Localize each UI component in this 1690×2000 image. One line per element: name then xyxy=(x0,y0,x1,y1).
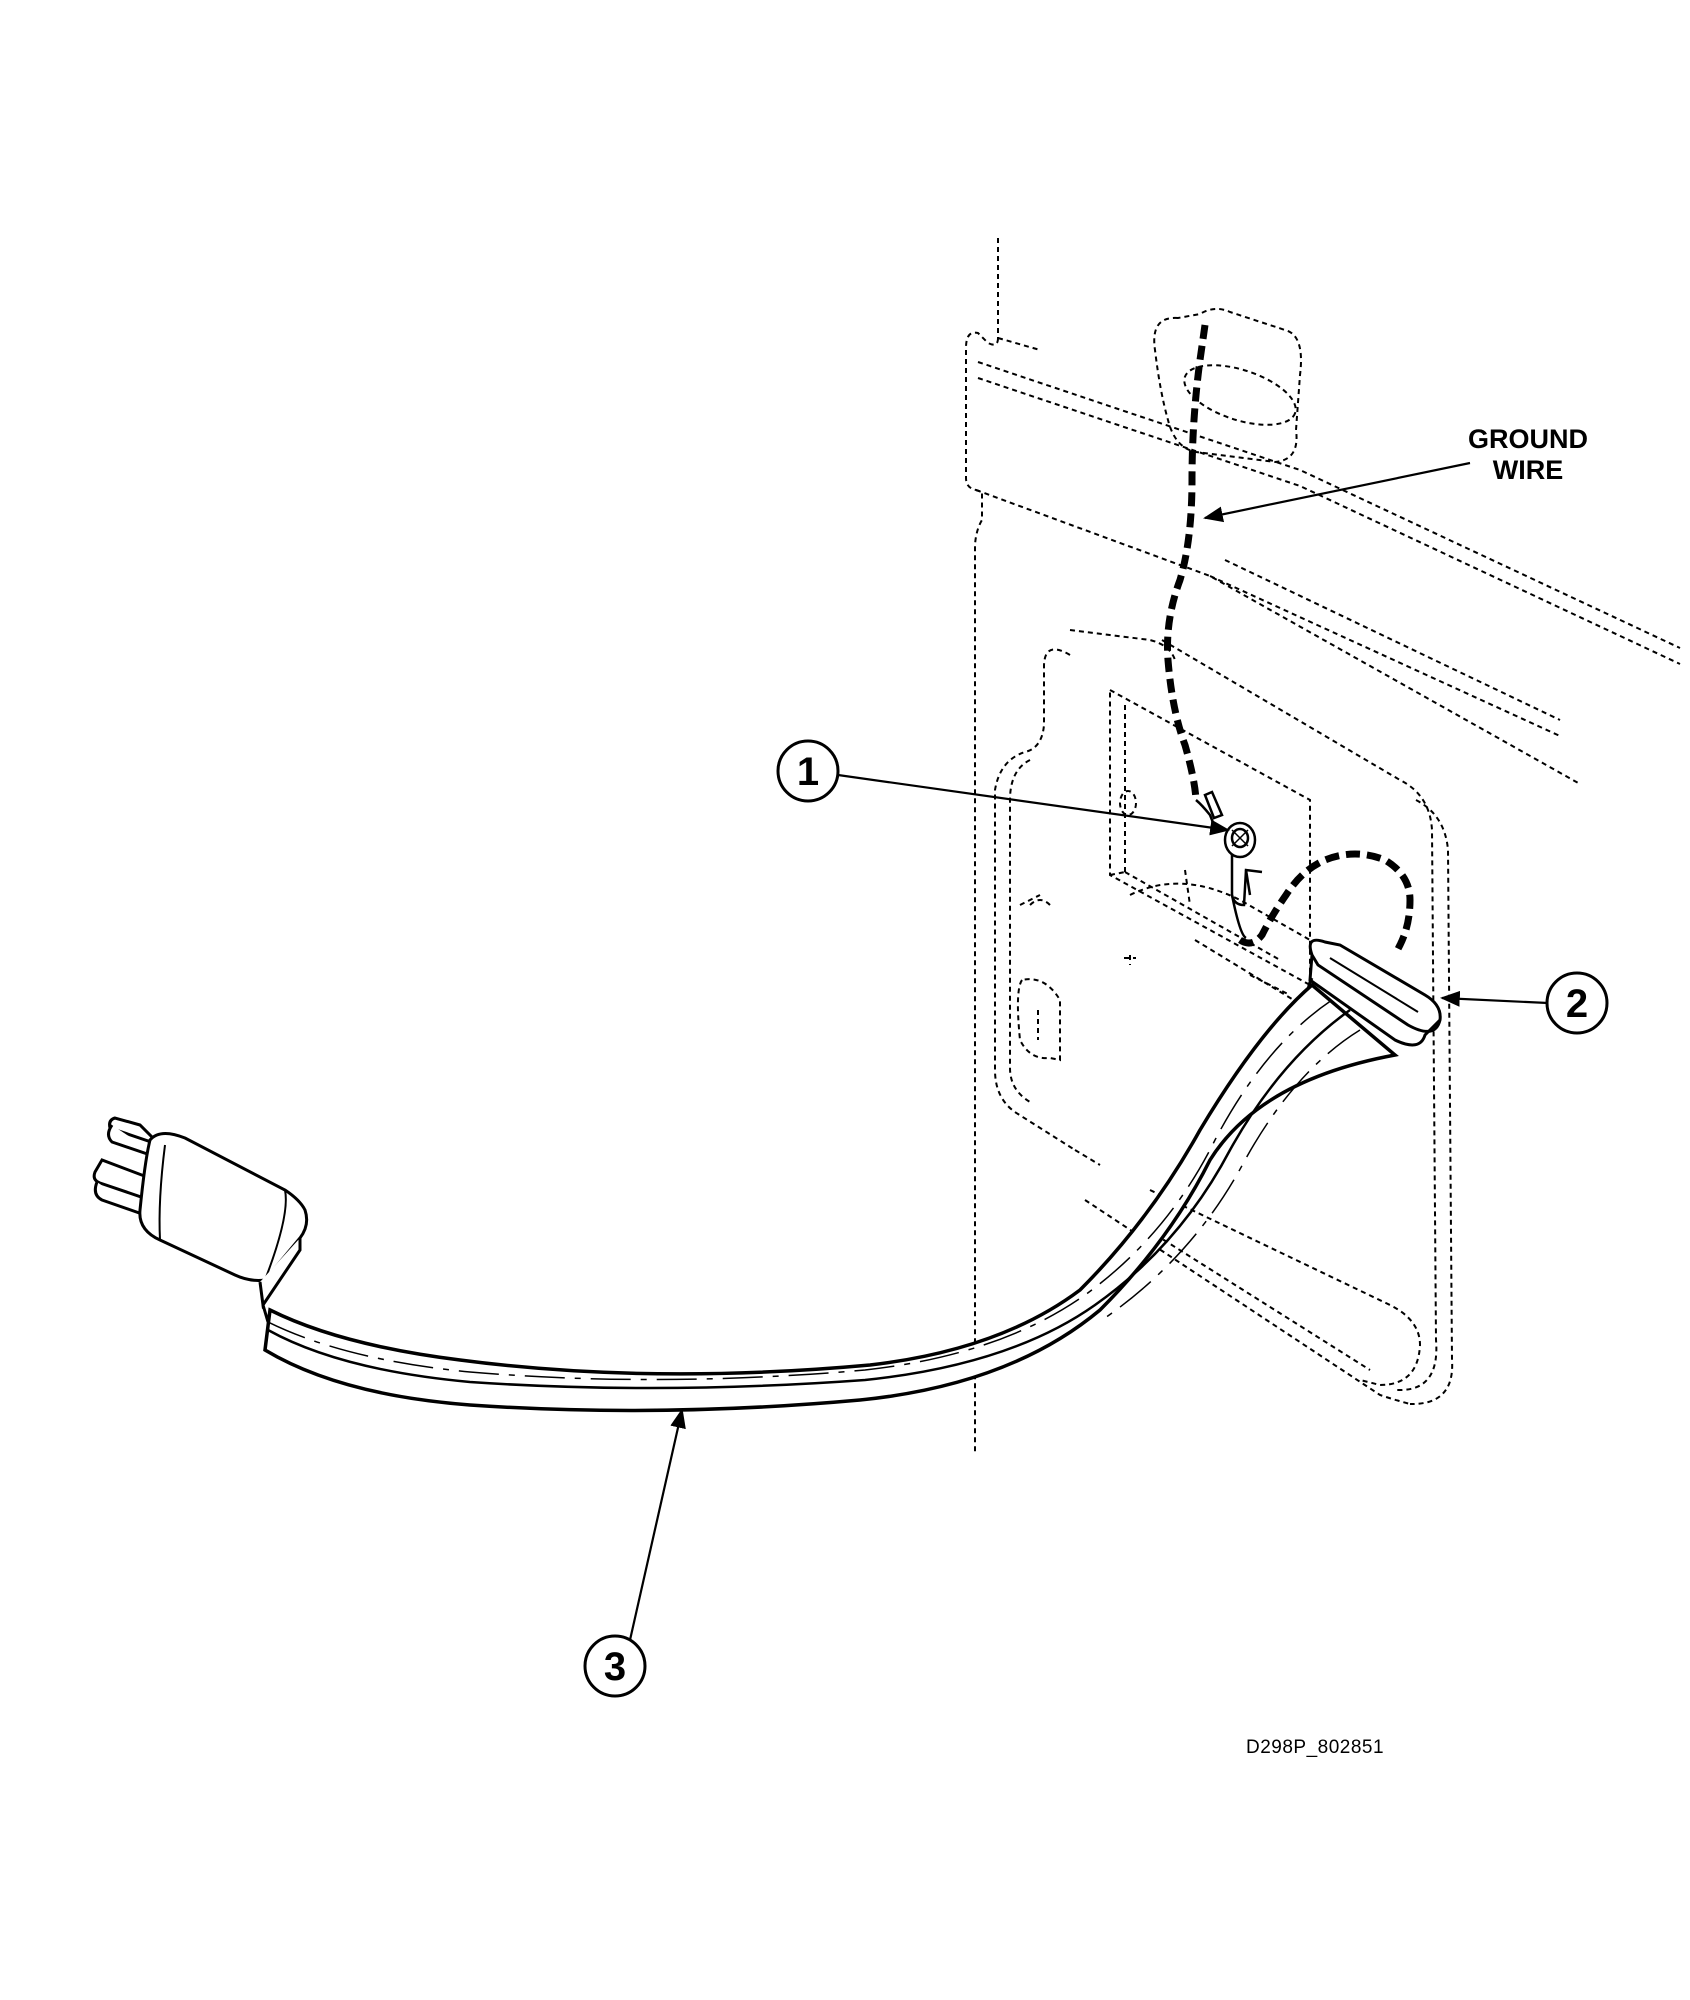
callout-3-number: 3 xyxy=(604,1645,626,1689)
callout-3-leader xyxy=(628,1408,686,1641)
ground-wire xyxy=(1164,324,1414,957)
callout-2-leader xyxy=(1440,990,1549,1007)
callout-2: 2 xyxy=(1545,971,1609,1035)
callout-1-leader xyxy=(837,773,1230,836)
top-opening xyxy=(1153,308,1302,464)
ground-wire-label-line1: GROUND xyxy=(1468,424,1588,454)
power-cord xyxy=(263,982,1399,1413)
leader-lines xyxy=(628,461,1549,1641)
figure-id: D298P_802851 xyxy=(1246,1737,1385,1758)
ground-wire-label-line2: WIRE xyxy=(1493,455,1564,485)
callout-1: 1 xyxy=(776,739,840,803)
ground-wire-leader xyxy=(1203,461,1471,523)
callout-1-number: 1 xyxy=(797,750,819,794)
callout-2-number: 2 xyxy=(1566,982,1588,1026)
callout-3: 3 xyxy=(583,1634,647,1698)
plug xyxy=(92,1116,309,1323)
lower-panel xyxy=(1084,639,1454,1406)
ground-screw xyxy=(1195,790,1263,940)
ground-wire-label: GROUND WIRE xyxy=(1468,424,1588,485)
cabinet-outline xyxy=(965,238,1681,1452)
